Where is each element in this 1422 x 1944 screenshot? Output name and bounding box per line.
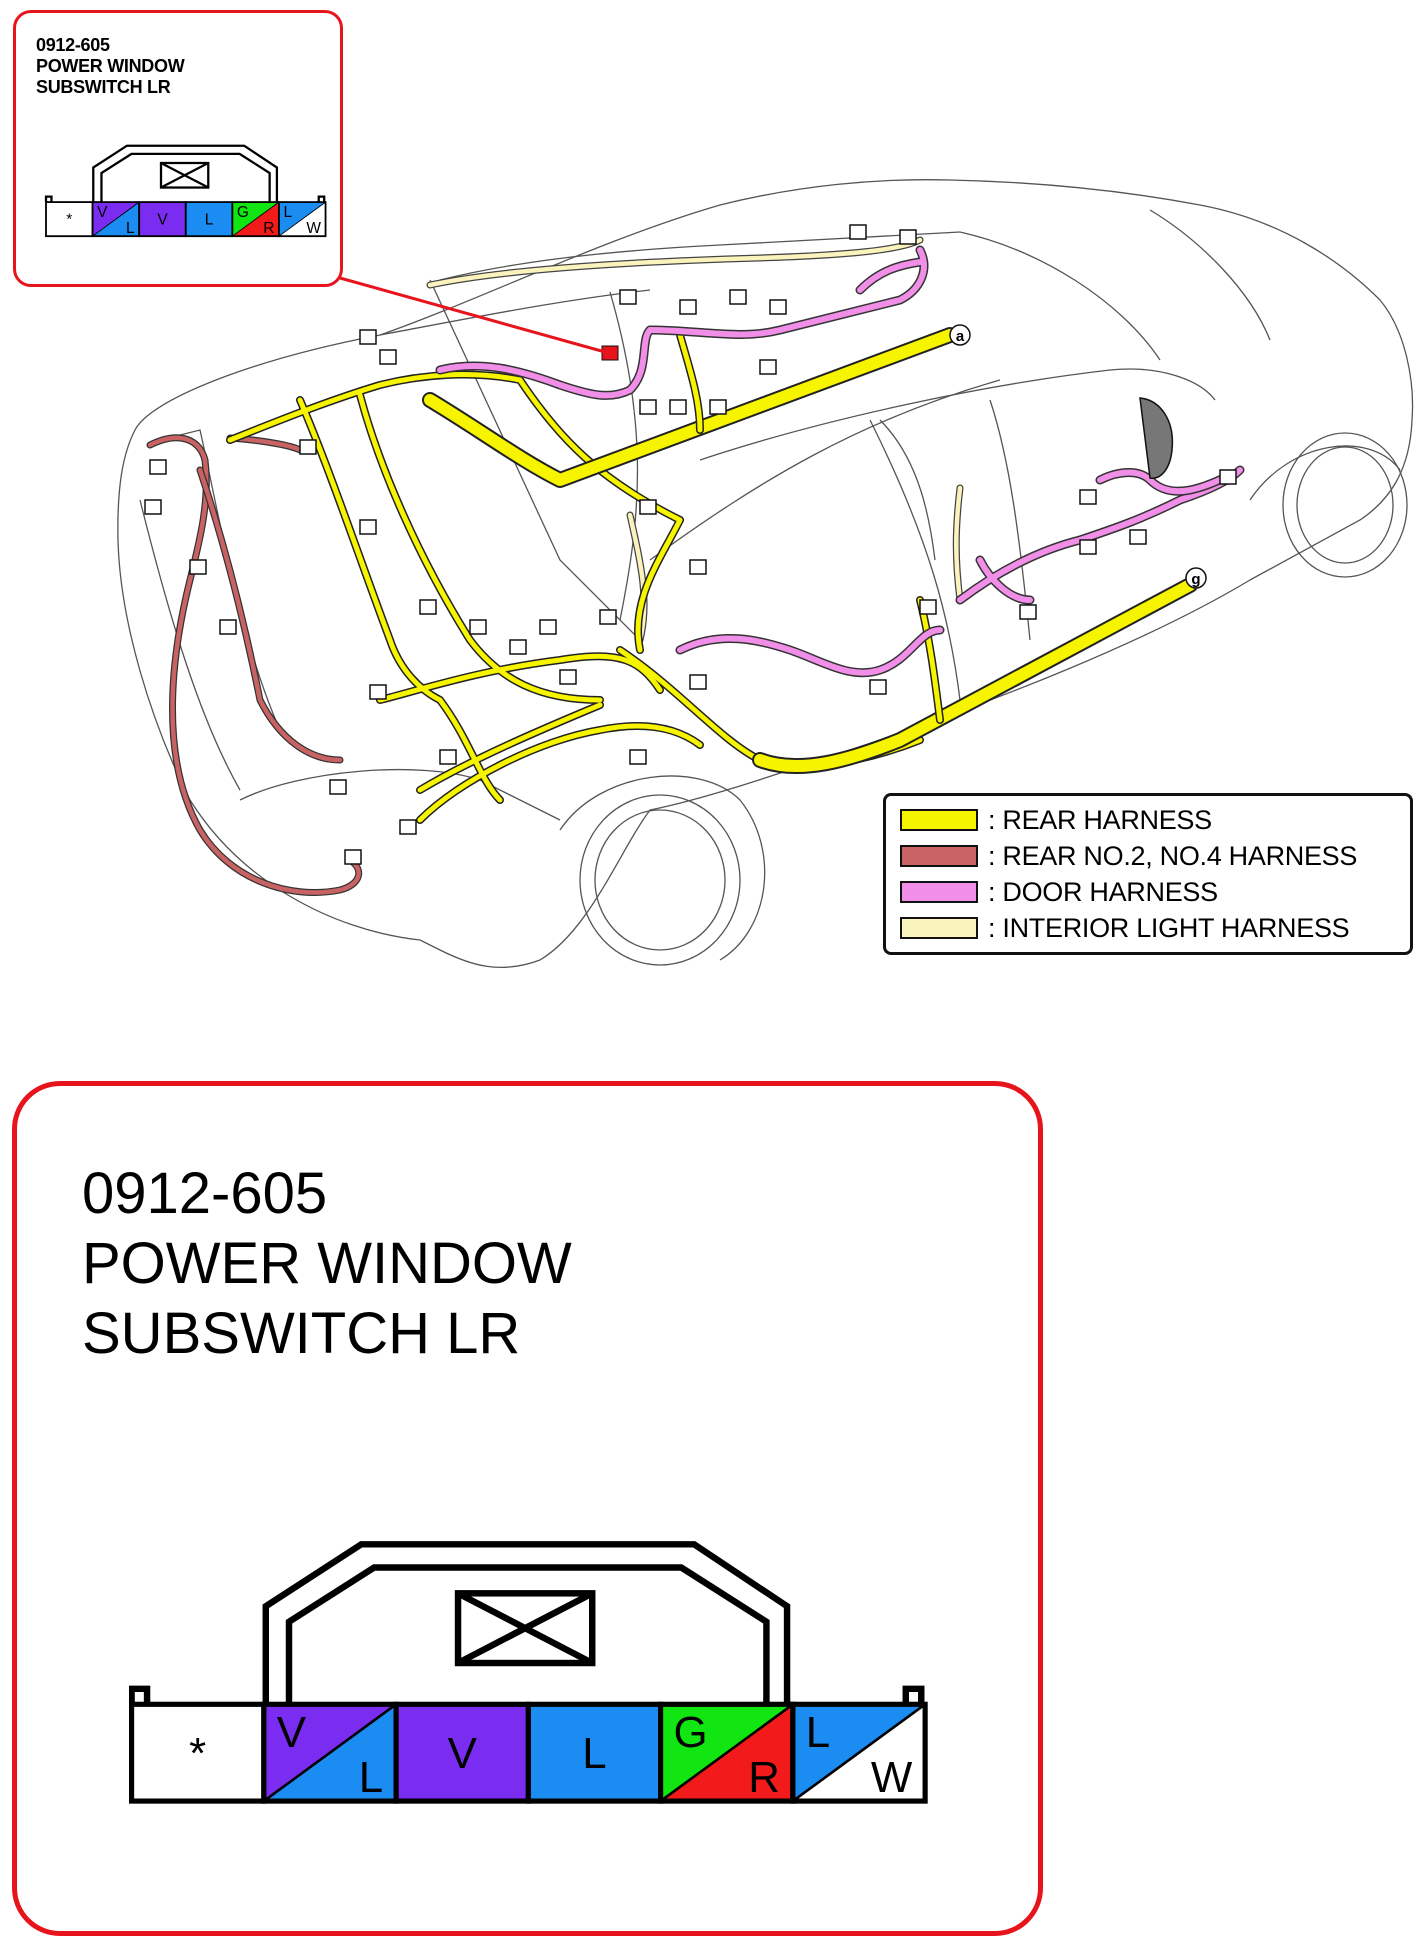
connector-code: 0912-605	[82, 1161, 328, 1226]
pin-label: V	[157, 212, 168, 229]
door-harness	[435, 245, 1245, 678]
legend-label: : INTERIOR LIGHT HARNESS	[988, 912, 1350, 943]
connector-pin-2: VL	[261, 1701, 399, 1804]
legend-label: : DOOR HARNESS	[988, 876, 1218, 907]
pin-label-bottom: W	[871, 1753, 913, 1802]
legend-item-door-harness: : DOOR HARNESS	[900, 877, 1218, 907]
connector-pin-5: GR	[231, 201, 280, 238]
pin-label-bottom: L	[126, 220, 135, 237]
connector-pin-1: *	[45, 201, 94, 238]
connector-pin-3: V	[393, 1701, 531, 1804]
pin-label: L	[582, 1729, 606, 1778]
legend-swatch	[900, 917, 978, 939]
rear-no2-no4-harness	[146, 434, 363, 896]
legend-swatch	[900, 845, 978, 867]
connector-housing	[44, 144, 326, 203]
connector-housing	[129, 1541, 925, 1705]
legend-item-interior-light-harness: : INTERIOR LIGHT HARNESS	[900, 912, 1350, 943]
connector-pin-4: L	[184, 201, 234, 238]
small-connector-name-line2: SUBSWITCH LR	[36, 77, 171, 97]
pin-label-top: L	[806, 1708, 830, 1757]
point-label-g: g	[1185, 567, 1207, 589]
pin-label-bottom: L	[359, 1753, 383, 1802]
pin-label-top: L	[284, 204, 293, 221]
rear-harness	[226, 327, 1198, 824]
callout-leader-line	[339, 276, 606, 354]
pin-label-top: V	[277, 1708, 307, 1757]
connector-pin-6: LW	[278, 201, 327, 238]
pin-label-top: V	[97, 204, 108, 221]
connector-pin-6: LW	[790, 1701, 928, 1804]
legend-item-rear-no2-no4-harness: : REAR NO.2, NO.4 HARNESS	[900, 841, 1357, 871]
connector-pin-1: *	[129, 1701, 267, 1804]
pin-label-top: G	[237, 204, 249, 221]
pin-label: *	[189, 1729, 206, 1778]
connector-name-line2: SUBSWITCH LR	[82, 1301, 521, 1366]
legend-item-rear-harness: : REAR HARNESS	[900, 805, 1212, 835]
pin-label-bottom: R	[263, 220, 274, 237]
connector-pin-3: V	[138, 201, 187, 238]
legend-label: : REAR HARNESS	[988, 804, 1212, 835]
car-wiring-diagram: a g	[117, 179, 1414, 969]
connector-name-line1: POWER WINDOW	[82, 1231, 572, 1296]
legend-label: : REAR NO.2, NO.4 HARNESS	[988, 840, 1358, 871]
connector-pin-5: GR	[658, 1701, 796, 1804]
pin-label: *	[66, 212, 72, 229]
legend-swatch	[900, 881, 978, 903]
legend-swatch	[900, 809, 978, 831]
pin-label-top: G	[674, 1708, 708, 1757]
harness-connectors	[144, 224, 1237, 865]
harness-legend: : REAR HARNESS : REAR NO.2, NO.4 HARNESS…	[883, 793, 1413, 955]
svg-text:g: g	[1191, 571, 1200, 588]
pin-label: V	[448, 1729, 478, 1778]
pin-label-bottom: R	[748, 1753, 780, 1802]
svg-text:a: a	[956, 328, 965, 345]
connector-pin-4: L	[525, 1701, 664, 1804]
pin-label-bottom: W	[306, 220, 321, 237]
connector-location-marker	[601, 345, 619, 361]
connector-pin-2: VL	[91, 201, 141, 238]
pin-label: L	[205, 212, 214, 229]
tail-lamp	[1139, 397, 1174, 479]
small-connector-name-line1: POWER WINDOW	[36, 56, 185, 76]
small-connector-code: 0912-605	[36, 35, 110, 55]
point-label-a: a	[949, 324, 971, 346]
